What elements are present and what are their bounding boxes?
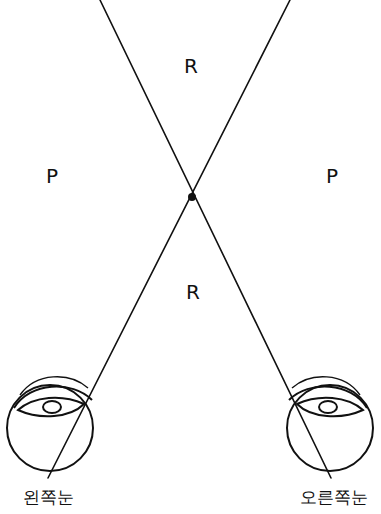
sight-line (100, 0, 331, 478)
eye-label: 오른쪽눈 (300, 488, 368, 507)
region-letter: P (46, 165, 58, 187)
eye-label: 왼쪽눈 (23, 488, 74, 507)
region-letter: R (184, 55, 198, 77)
left-eye (7, 377, 93, 471)
region-letter: P (326, 165, 338, 187)
fixation-point (188, 193, 196, 201)
region-letter: R (186, 281, 200, 303)
sight-line (48, 0, 290, 478)
right-eye (287, 377, 373, 471)
